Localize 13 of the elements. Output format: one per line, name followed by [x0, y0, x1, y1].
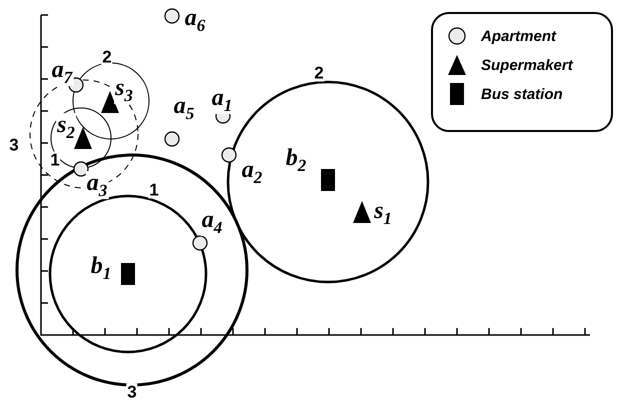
- point-label: a$_{3}$: [86, 171, 108, 199]
- circle-number: 3: [8, 136, 20, 154]
- circle-number: 2: [101, 48, 113, 66]
- legend-label: Apartment: [481, 28, 556, 44]
- legend-label: Bus station: [481, 86, 563, 102]
- legend-label: Supermakert: [481, 56, 573, 74]
- circle-number: 1: [148, 182, 160, 198]
- circle-number: 3: [126, 384, 138, 400]
- circle-number: 1: [49, 152, 61, 168]
- point-label: b$_{2}$: [284, 146, 308, 174]
- circle-number: 2: [313, 64, 325, 82]
- point-label: s$_{2}$: [56, 113, 76, 141]
- point-label: b$_{1}$: [90, 254, 112, 282]
